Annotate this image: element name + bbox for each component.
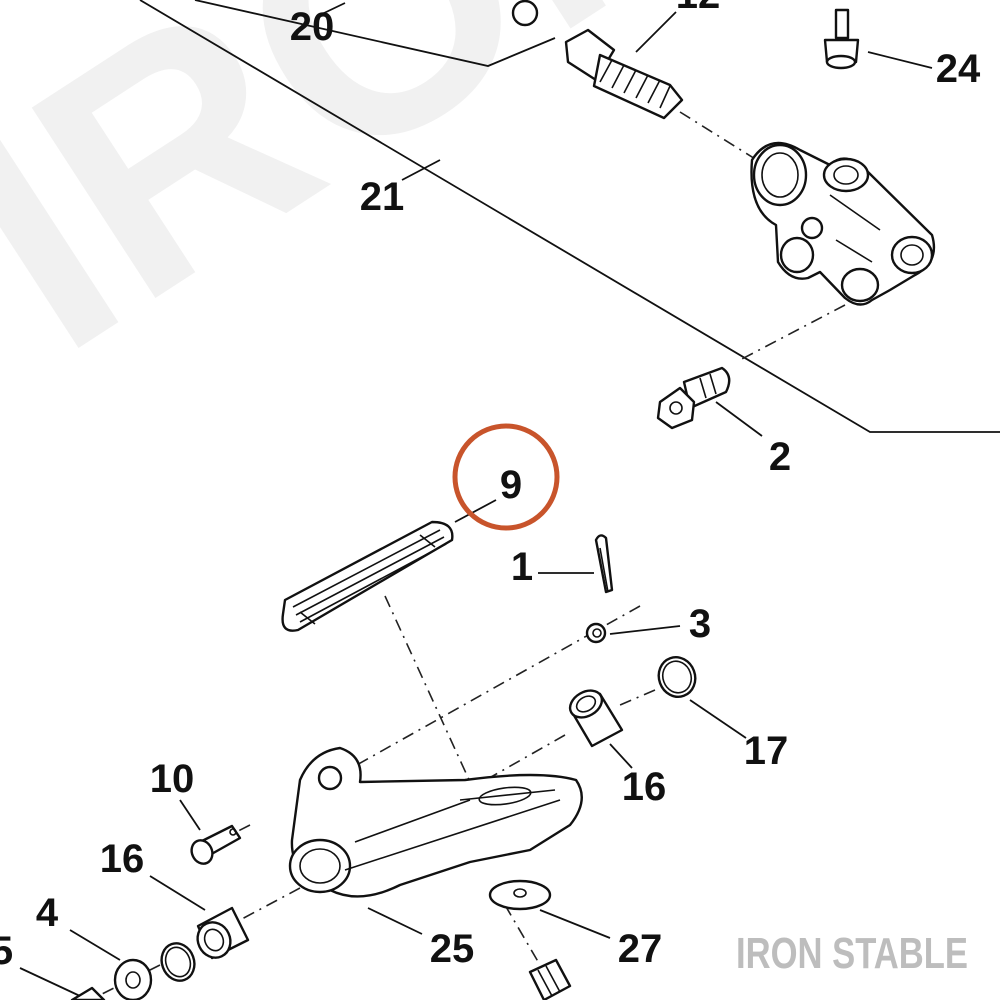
callout-21: 21 xyxy=(360,175,405,219)
part-10-clevis-pin xyxy=(190,824,242,865)
part-17-o-ring xyxy=(657,656,697,698)
callout-12: 12 xyxy=(676,0,721,17)
callout-24: 24 xyxy=(936,47,981,91)
part-9-pedal-pad xyxy=(281,520,454,632)
assembly-bracket xyxy=(139,0,1000,433)
callout-20: 20 xyxy=(290,5,335,49)
callout-highlight-circle xyxy=(452,423,560,531)
callout-17: 17 xyxy=(744,729,789,773)
part-3-washer xyxy=(585,622,607,644)
part-27-washer xyxy=(488,879,552,911)
part-25-pedal-arm xyxy=(288,746,583,898)
part-4-washer xyxy=(113,958,153,1000)
callout-16-upper: 16 xyxy=(622,765,667,809)
callout-2: 2 xyxy=(769,435,791,479)
callout-9: 9 xyxy=(500,463,522,507)
part-20-ball xyxy=(511,0,539,27)
part-o-ring-lower xyxy=(160,942,196,982)
part-12-valve-spring xyxy=(564,28,684,120)
callout-5: 5 xyxy=(0,929,13,973)
callout-16-lower: 16 xyxy=(100,837,145,881)
callout-1: 1 xyxy=(511,545,533,589)
callout-10: 10 xyxy=(150,757,195,801)
part-2-bolt xyxy=(656,366,731,430)
part-16-bushing-upper xyxy=(568,689,624,748)
callout-25: 25 xyxy=(430,927,475,971)
part-bottom-bolt xyxy=(528,958,572,1000)
brand-logo-text: IRON STABLE xyxy=(736,929,968,978)
leader-lines xyxy=(19,2,933,997)
callout-27: 27 xyxy=(618,927,663,971)
part-5-bolt xyxy=(70,986,106,1000)
part-master-cylinder xyxy=(750,141,936,306)
part-24-bleeder xyxy=(823,8,860,70)
callout-labels: 20 12 24 21 2 9 1 3 17 16 10 16 4 5 25 2… xyxy=(0,0,981,973)
callout-4: 4 xyxy=(36,891,59,935)
part-1-cotter-pin xyxy=(594,534,614,594)
part-16-bushing-lower xyxy=(196,906,250,960)
callout-3: 3 xyxy=(689,602,711,646)
